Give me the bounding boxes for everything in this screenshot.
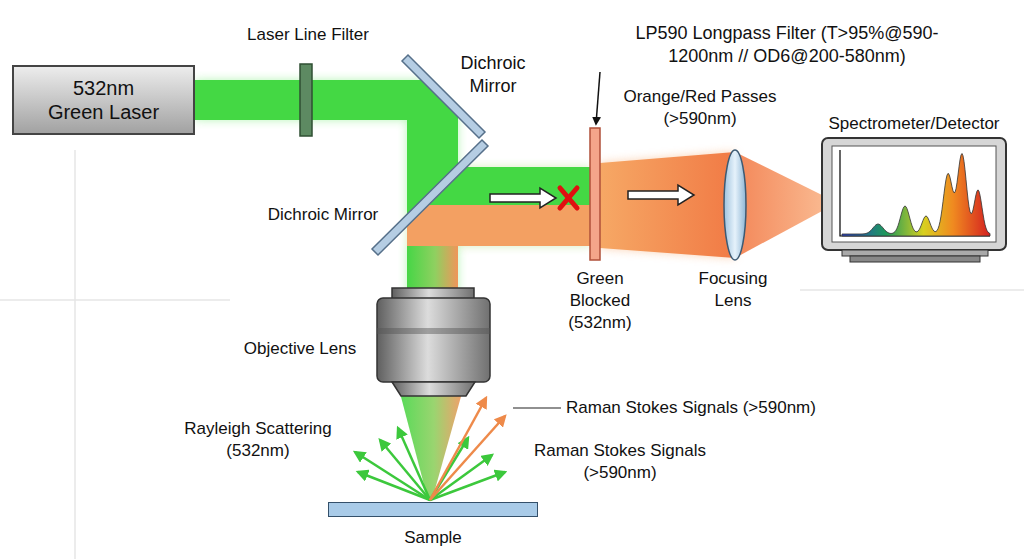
laser-line-filter: [300, 64, 312, 136]
filter-label: Laser Line Filter: [247, 24, 369, 46]
leader-arrow: [596, 72, 600, 124]
sample-bar: [328, 502, 538, 517]
rayleigh-label: Rayleigh Scattering (532nm): [177, 418, 339, 462]
laser-beam: [195, 80, 458, 300]
mirror-label: Dichroic Mirror: [268, 204, 379, 226]
node-label: Sample: [328, 527, 538, 548]
objective-lens: [377, 288, 490, 396]
leader-line: [513, 407, 561, 408]
dichroic-mirror: [372, 140, 488, 255]
filter-spec-label: LP590 Longpass Filter (T>95%@590-1200nm …: [607, 22, 968, 68]
spectrometer-monitor: [822, 138, 1006, 262]
longpass-filter: [590, 128, 600, 260]
reflected-orange-beam: [407, 205, 590, 246]
spectrum-trace: [842, 154, 990, 236]
filtered-beam: [600, 152, 735, 258]
passband-label: Orange/Red Passes (>590nm): [619, 86, 781, 130]
rayleigh-arrows: [355, 428, 505, 500]
raman-label: Raman Stokes Signals (>590nm): [527, 440, 714, 484]
blocked-mark: [560, 188, 577, 208]
laser-box: 532nm Green Laser: [12, 65, 195, 135]
lens-label: Focusing Lens: [694, 268, 772, 312]
spectrometer-display: Spectrometer/Detector: [807, 113, 1021, 263]
mirror-label: Dichroic Mirror: [453, 52, 533, 98]
blocked-label: Green Blocked (532nm): [563, 268, 637, 334]
node-label: 532nm Green Laser: [46, 76, 162, 124]
objective-label: Objective Lens: [244, 338, 356, 360]
beam-arrow: [628, 185, 694, 205]
beam-arrow: [490, 188, 556, 208]
raman-arrows: [430, 398, 505, 500]
sample-slide: Sample: [328, 502, 538, 552]
focused-beam: [735, 152, 824, 258]
raman-label: Raman Stokes Signals (>590nm): [566, 397, 816, 419]
node-label: Spectrometer/Detector: [807, 113, 1021, 134]
focusing-lens: [724, 150, 746, 260]
